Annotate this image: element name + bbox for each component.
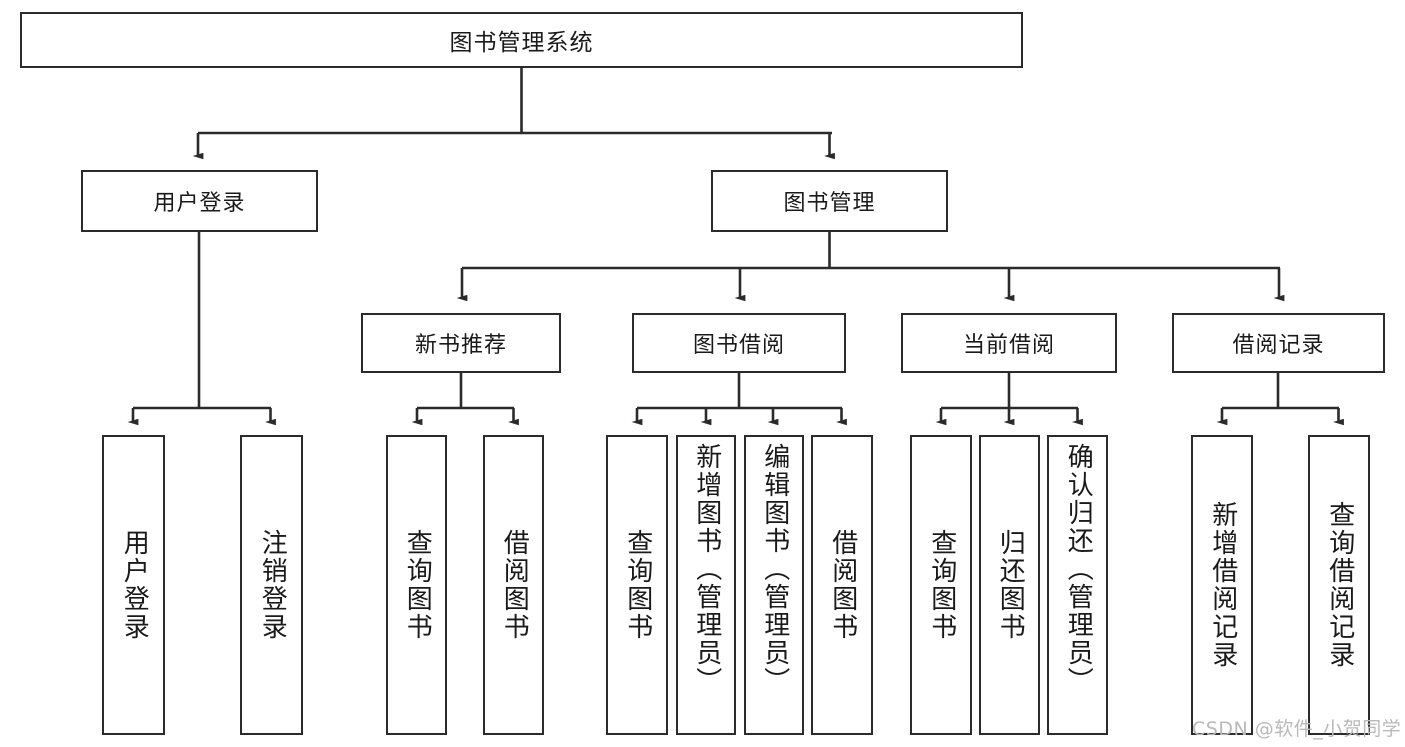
node-label: 注销登录 bbox=[257, 529, 288, 641]
node-book-management[interactable]: 图书管理 bbox=[711, 170, 948, 232]
node-label: 查询图书 bbox=[402, 529, 433, 641]
leaf-current-return-book[interactable]: 归还图书 bbox=[979, 435, 1040, 735]
node-label: 查询借阅记录 bbox=[1324, 501, 1355, 669]
node-borrow-record[interactable]: 借阅记录 bbox=[1172, 313, 1385, 373]
leaf-current-confirm-return-admin[interactable]: 确认归还（管理员） bbox=[1047, 435, 1108, 735]
node-label: 新增借阅记录 bbox=[1207, 501, 1238, 669]
leaf-record-add-record[interactable]: 新增借阅记录 bbox=[1191, 435, 1253, 735]
node-current-borrow[interactable]: 当前借阅 bbox=[901, 313, 1117, 373]
node-label: 图书借阅 bbox=[692, 333, 785, 358]
leaf-record-query-record[interactable]: 查询借阅记录 bbox=[1308, 435, 1370, 735]
node-label: 归还图书 bbox=[995, 529, 1026, 641]
node-label: 借阅图书 bbox=[499, 529, 530, 641]
leaf-user-login-logout[interactable]: 注销登录 bbox=[240, 435, 303, 735]
node-user-login[interactable]: 用户登录 bbox=[81, 170, 318, 232]
node-new-book-recommend[interactable]: 新书推荐 bbox=[361, 313, 561, 373]
node-label: 当前借阅 bbox=[962, 333, 1055, 358]
node-label: 查询图书 bbox=[622, 529, 653, 641]
leaf-borrow-query-book[interactable]: 查询图书 bbox=[606, 435, 668, 735]
node-label: 图书管理系统 bbox=[449, 30, 594, 56]
leaf-new-book-borrow[interactable]: 借阅图书 bbox=[483, 435, 544, 735]
node-label: 借阅图书 bbox=[827, 529, 858, 641]
node-root-system[interactable]: 图书管理系统 bbox=[20, 12, 1023, 68]
node-label: 用户登录 bbox=[153, 191, 246, 216]
leaf-borrow-borrow-book[interactable]: 借阅图书 bbox=[811, 435, 873, 735]
node-label: 用户登录 bbox=[119, 529, 150, 641]
node-label: 借阅记录 bbox=[1232, 333, 1325, 358]
leaf-borrow-edit-book-admin[interactable]: 编辑图书（管理员） bbox=[744, 435, 804, 735]
leaf-new-book-query[interactable]: 查询图书 bbox=[386, 435, 447, 735]
leaf-user-login-login[interactable]: 用户登录 bbox=[102, 435, 165, 735]
leaf-current-query-book[interactable]: 查询图书 bbox=[910, 435, 972, 735]
node-label: 新书推荐 bbox=[414, 333, 507, 358]
watermark-text: CSDN @软件_小贺同学 bbox=[1192, 718, 1402, 740]
node-book-borrow[interactable]: 图书借阅 bbox=[632, 313, 846, 373]
node-label: 图书管理 bbox=[783, 191, 876, 216]
node-label: 查询图书 bbox=[926, 529, 957, 641]
node-label: 编辑图书（管理员） bbox=[759, 443, 790, 695]
node-label: 确认归还（管理员） bbox=[1063, 443, 1094, 695]
node-label: 新增图书（管理员） bbox=[691, 443, 722, 695]
leaf-borrow-add-book-admin[interactable]: 新增图书（管理员） bbox=[676, 435, 736, 735]
